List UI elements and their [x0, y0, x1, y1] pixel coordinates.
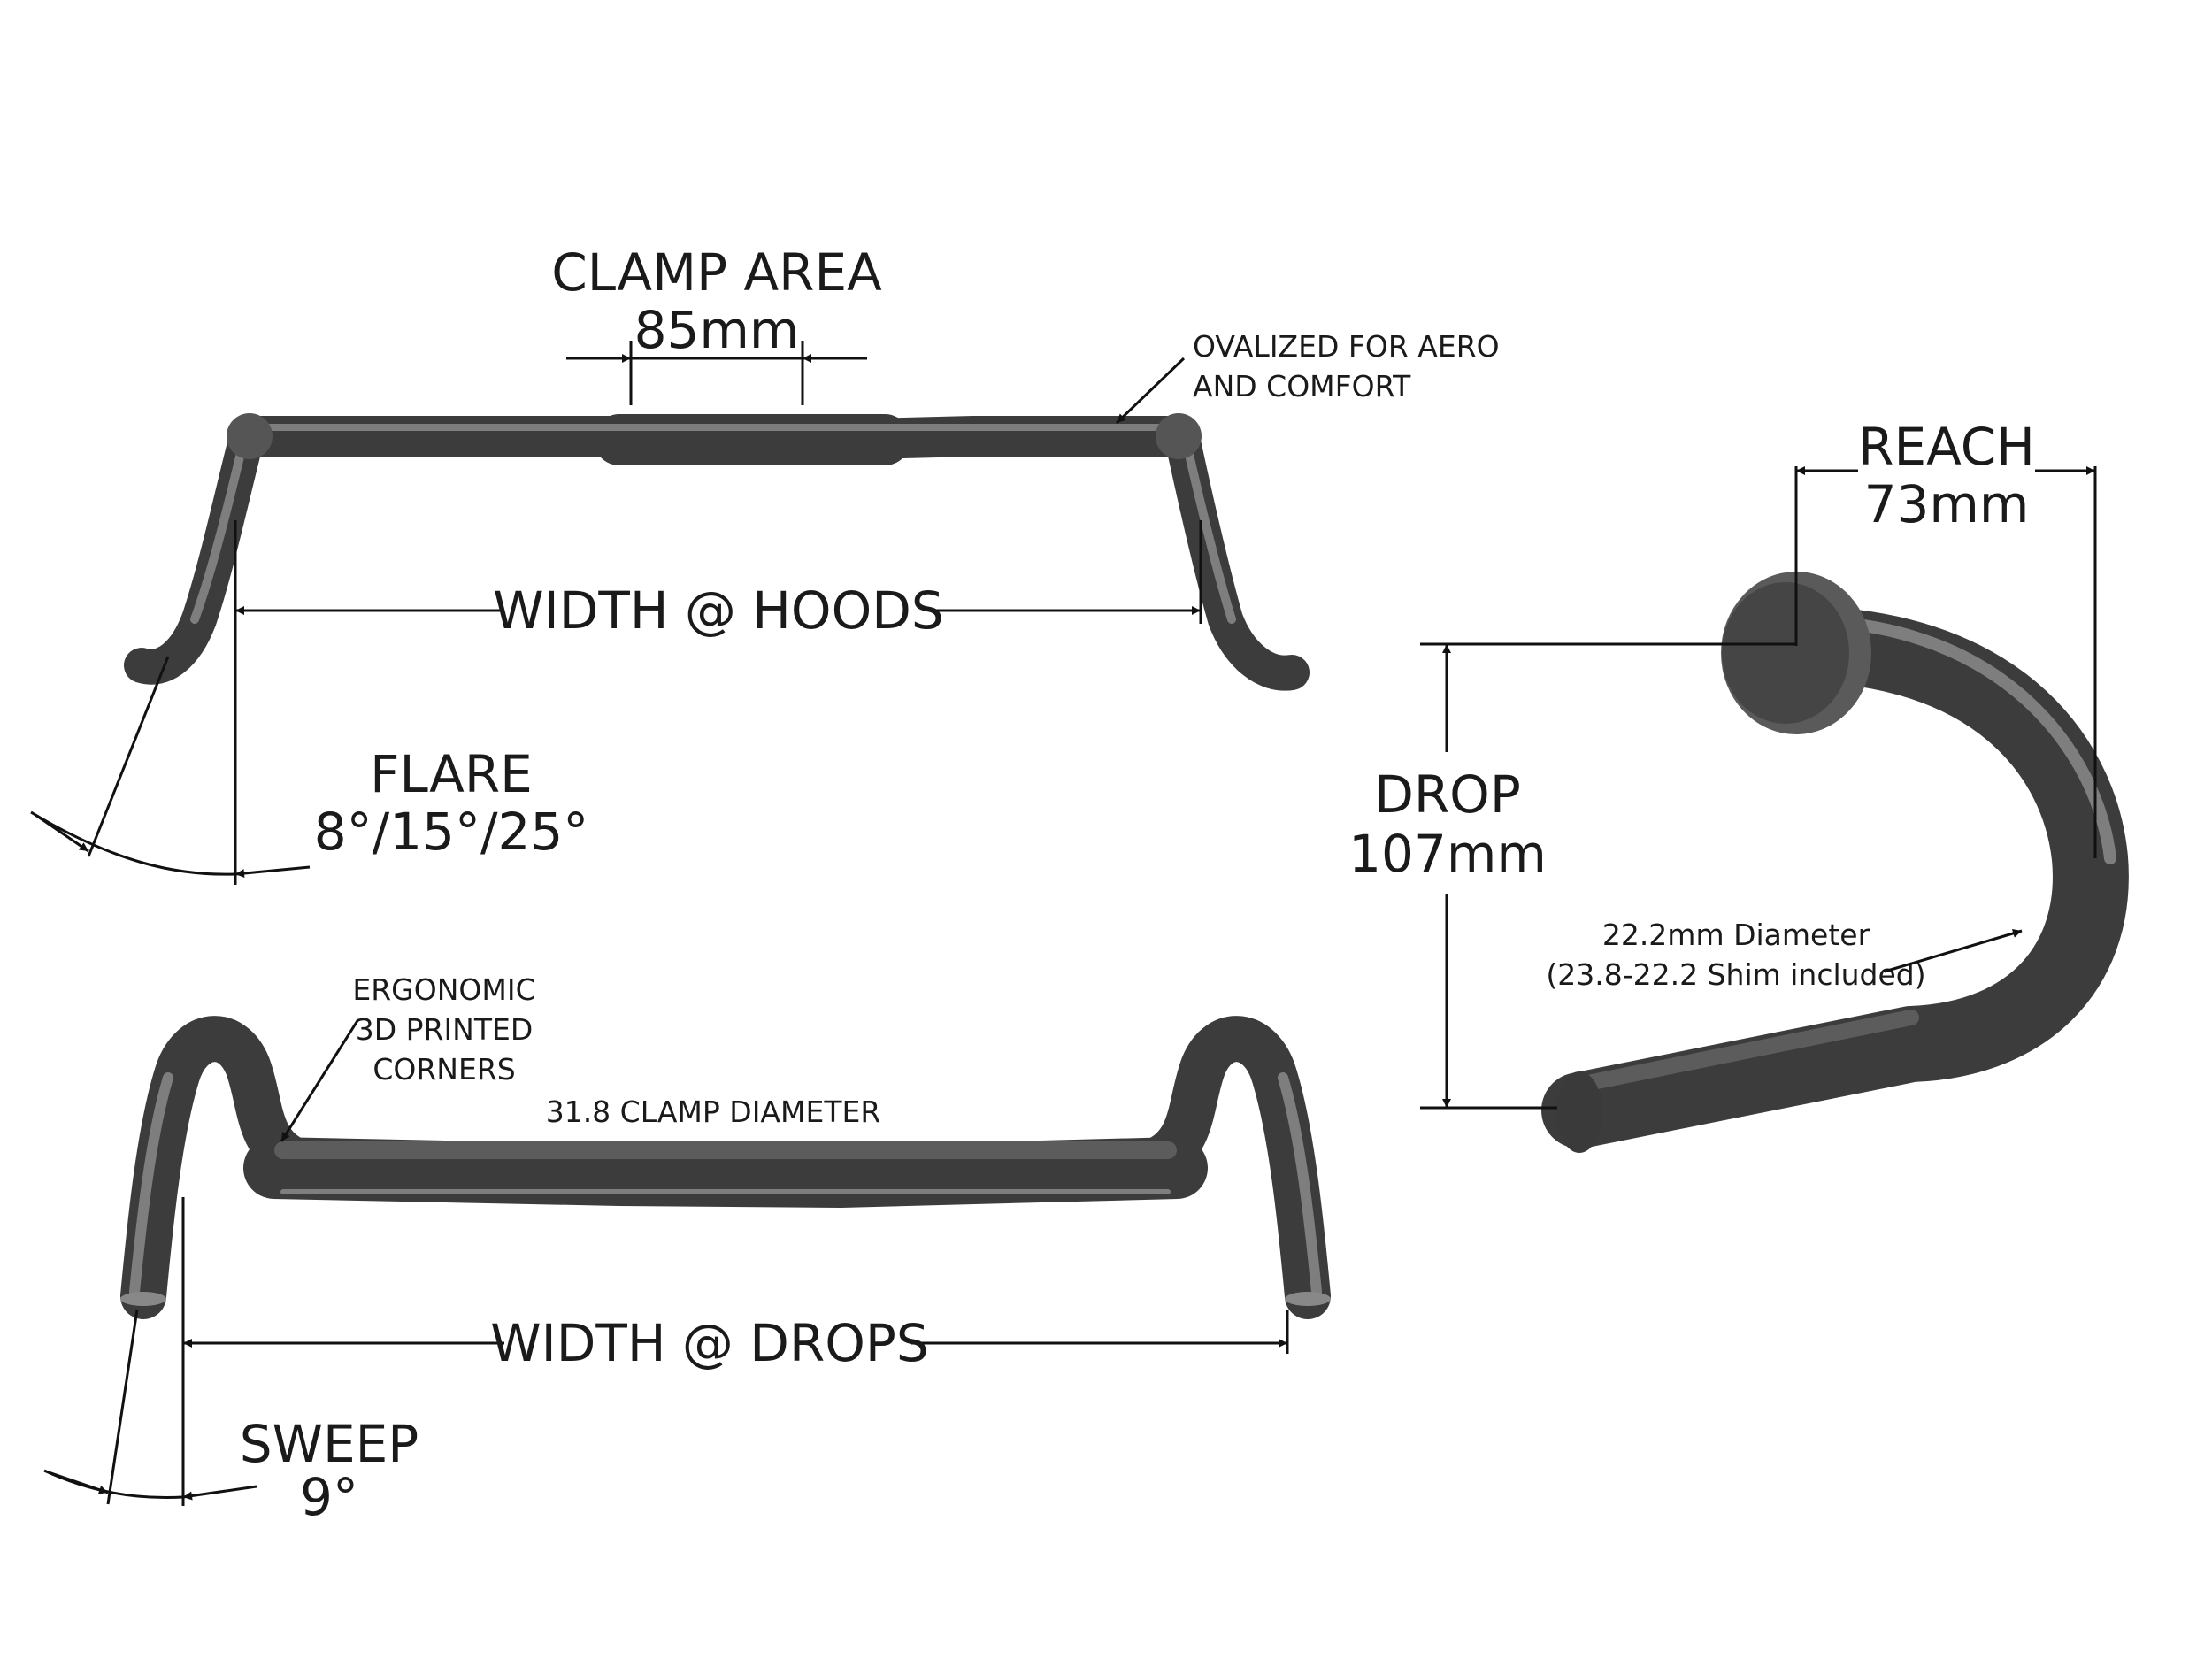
flare-value: 8°/15°/25° — [314, 802, 589, 862]
sweep-label: SWEEP — [240, 1414, 419, 1474]
width-drops-dimension: WIDTH @ DROPS — [181, 1197, 1289, 1506]
flare-label: FLARE — [370, 744, 533, 804]
diameter-callout: 22.2mm Diameter (23.8-22.2 Shim included… — [1546, 918, 2023, 992]
width-hoods-label: WIDTH @ HOODS — [493, 580, 943, 641]
clamp-diameter-label: 31.8 CLAMP DIAMETER — [546, 1094, 881, 1129]
drop-label: DROP — [1374, 764, 1521, 825]
ergonomic-line-1: ERGONOMIC — [352, 972, 535, 1007]
drop-dimension: DROP 107mm — [1348, 642, 1796, 1110]
side-view-handlebar — [1541, 572, 2129, 1153]
clamp-area-dimension: CLAMP AREA 85mm — [551, 242, 882, 405]
sweep-dimension: SWEEP 9° — [43, 1309, 419, 1527]
diameter-line-1: 22.2mm Diameter — [1602, 918, 1870, 952]
clamp-area-value: 85mm — [634, 300, 800, 360]
ergonomic-line-2: 3D PRINTED — [356, 1012, 534, 1047]
reach-label: REACH — [1858, 417, 2035, 477]
diameter-line-2: (23.8-22.2 Shim included) — [1546, 957, 1925, 992]
drop-value: 107mm — [1348, 824, 1547, 884]
sweep-value: 9° — [300, 1467, 358, 1527]
clamp-area-label: CLAMP AREA — [551, 242, 882, 303]
reach-dimension: REACH 73mm — [1794, 417, 2097, 858]
ergonomic-line-3: CORNERS — [373, 1052, 515, 1087]
ovalized-line-1: OVALIZED FOR AERO — [1193, 329, 1500, 364]
reach-value: 73mm — [1864, 474, 2030, 534]
ovalized-callout: OVALIZED FOR AERO AND COMFORT — [1115, 329, 1500, 425]
ergonomic-callout: ERGONOMIC 3D PRINTED CORNERS — [280, 972, 536, 1142]
flare-dimension: FLARE 8°/15°/25° — [30, 656, 589, 879]
ovalized-line-2: AND COMFORT — [1193, 369, 1411, 403]
front-view-handlebar — [120, 1016, 1331, 1319]
width-hoods-dimension: WIDTH @ HOODS — [234, 520, 1202, 885]
width-drops-label: WIDTH @ DROPS — [490, 1313, 928, 1373]
